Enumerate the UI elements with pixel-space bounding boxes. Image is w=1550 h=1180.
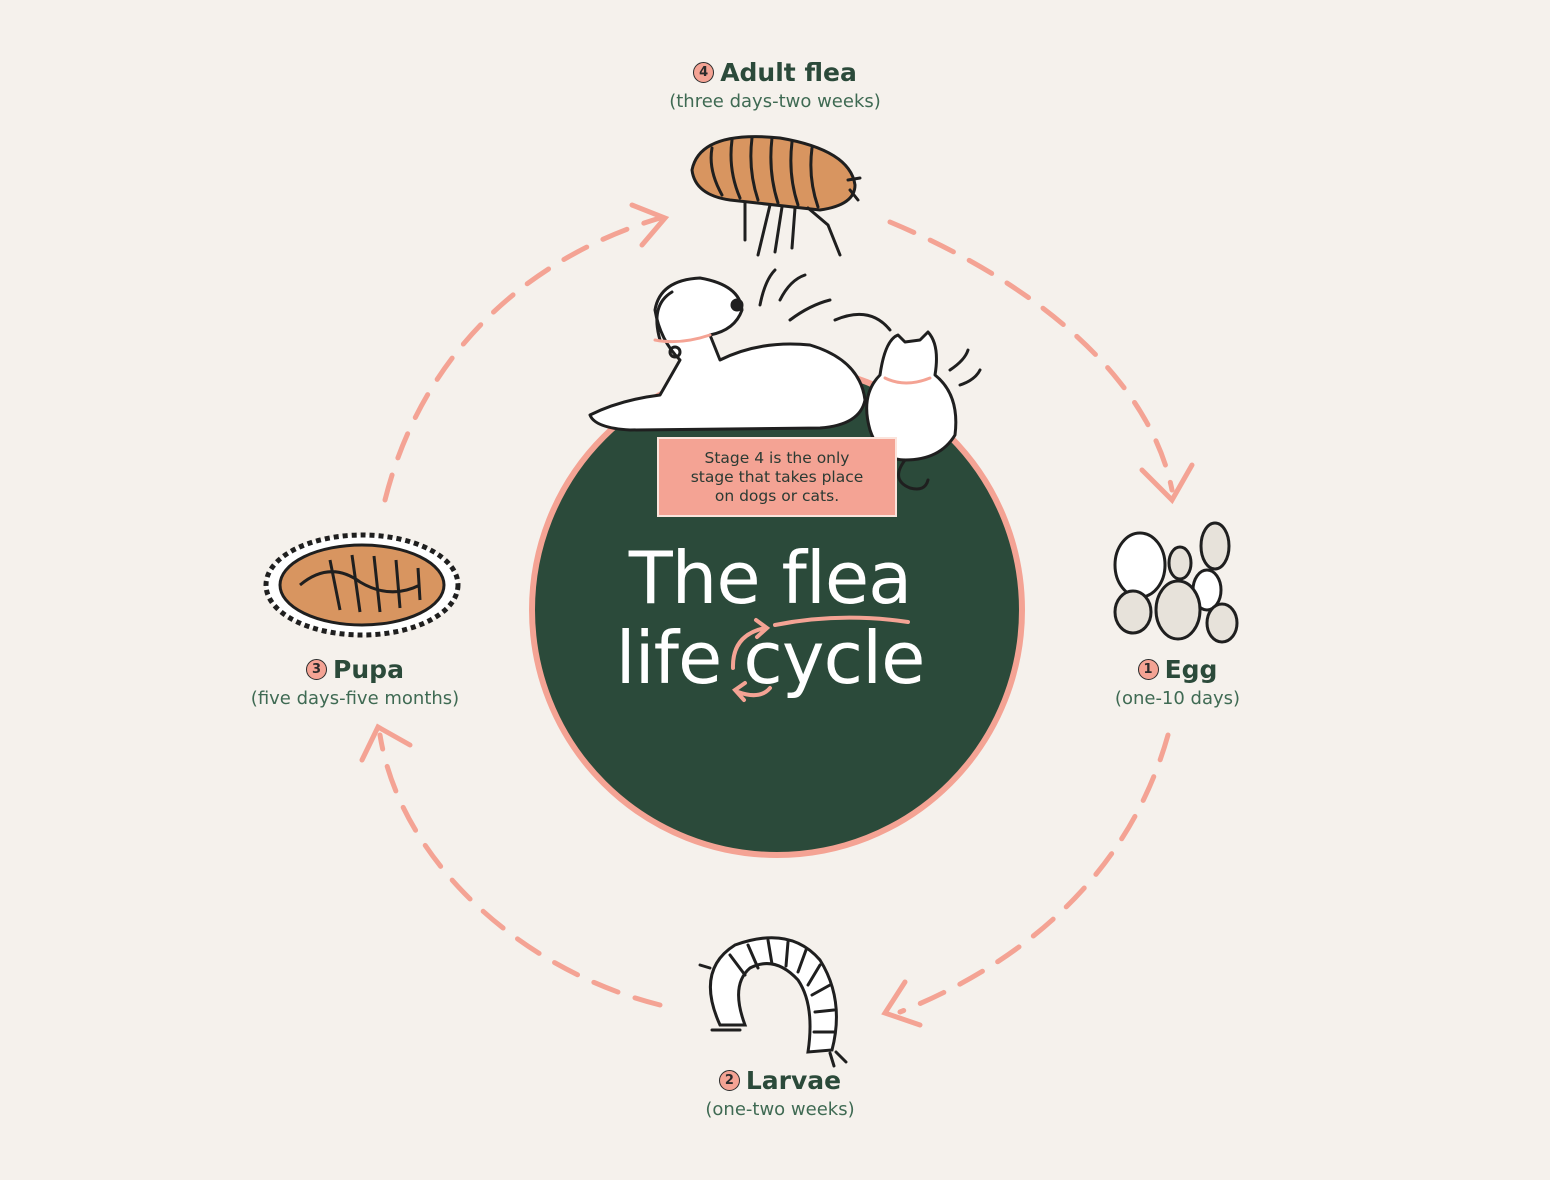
- stage-number-badge: 4: [693, 62, 715, 83]
- note-line: stage that takes place: [690, 467, 864, 486]
- stage-name: Egg: [1164, 655, 1218, 684]
- title-word: life: [615, 616, 723, 700]
- arrowhead-egg: [1139, 462, 1195, 505]
- stage-duration: (one-two weeks): [705, 1099, 855, 1120]
- title-word: The: [628, 536, 761, 620]
- adult-flea-icon: [690, 135, 862, 257]
- arrowhead-adult: [629, 202, 670, 248]
- pupa-icon: [263, 532, 461, 638]
- stage-duration: (five days-five months): [250, 688, 460, 709]
- stage-duration: (three days-two weeks): [669, 91, 881, 112]
- stage-number-badge: 3: [306, 659, 328, 680]
- stage-name: Adult flea: [720, 58, 857, 87]
- stage-number-badge: 2: [718, 1070, 740, 1091]
- arrowhead-larvae: [881, 979, 923, 1028]
- title-word: cycle: [743, 616, 925, 700]
- stage-number-badge: 1: [1137, 659, 1159, 680]
- stage-name: Pupa: [333, 655, 404, 684]
- dog-icon: [588, 268, 867, 432]
- stage-egg-label: 1 Egg (one-10 days): [1060, 655, 1295, 709]
- flea-underline: [773, 615, 910, 627]
- cycle-arrows: [359, 202, 1195, 1028]
- stage-duration: (one-10 days): [1114, 688, 1241, 709]
- arrow-adult-to-egg: [887, 219, 1175, 493]
- note-line: Stage 4 is the only: [704, 448, 850, 467]
- stage4-note-box: Stage 4 is the only stage that takes pla…: [657, 437, 897, 517]
- stage-adult-label: 4 Adult flea (three days-two weeks): [600, 58, 950, 112]
- title-line-1: The flea: [560, 538, 980, 618]
- arrow-pupa-to-adult: [382, 215, 663, 503]
- title-word-flea: flea: [781, 536, 913, 620]
- cycle-arrows-icon: [730, 618, 772, 702]
- cat-icon: [833, 312, 982, 491]
- arrow-egg-to-larvae: [897, 732, 1171, 1015]
- stage-larvae-label: 2 Larvae (one-two weeks): [640, 1066, 920, 1120]
- note-line: on dogs or cats.: [714, 486, 840, 505]
- stage-name: Larvae: [745, 1066, 842, 1095]
- stage-pupa-label: 3 Pupa (five days-five months): [215, 655, 495, 709]
- arrowhead-pupa: [359, 723, 413, 763]
- egg-cluster-icon: [1113, 521, 1239, 644]
- arrow-larvae-to-pupa: [377, 732, 663, 1008]
- larvae-icon: [698, 936, 848, 1068]
